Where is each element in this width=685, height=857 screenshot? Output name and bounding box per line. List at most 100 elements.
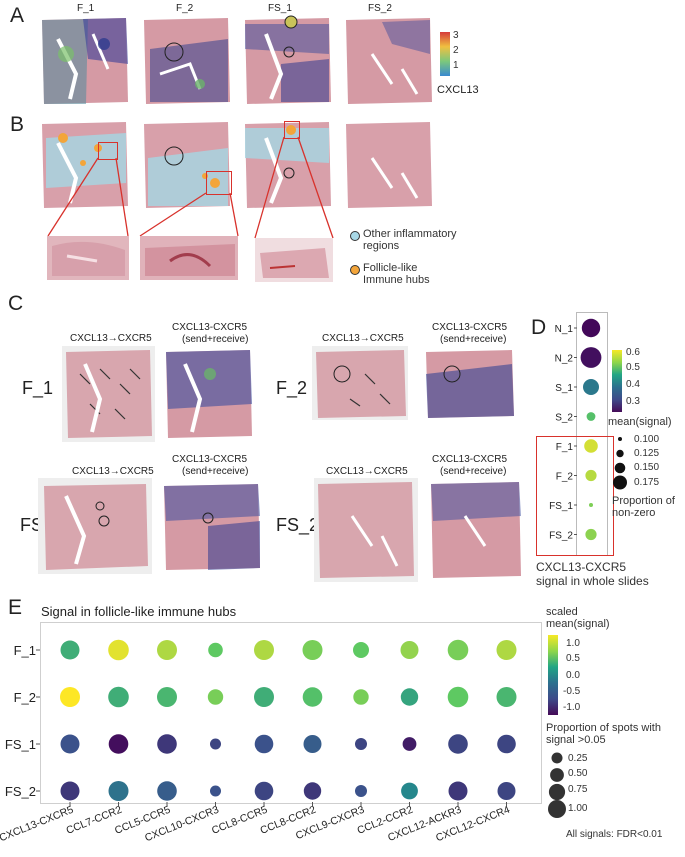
- c-header-f1-arrow: CXCL13→CXCR5: [70, 333, 152, 344]
- panel-d-row-label: S_2: [555, 413, 573, 424]
- panel-e-dot: [402, 737, 417, 751]
- panel-d-color-tick-3: 0.3: [626, 396, 640, 407]
- c-image-f1-arrows: [60, 344, 157, 444]
- zoom-image-f2: [140, 236, 238, 280]
- panel-e-row-label: FS_2: [5, 784, 36, 799]
- c-header-fs1-send2: (send+receive): [182, 466, 249, 477]
- panel-e-dot: [254, 640, 274, 660]
- panel-d-color-title: mean(signal): [608, 416, 672, 428]
- panel-e-dot: [447, 686, 469, 708]
- legend-swatch-other-inflammatory: [350, 231, 360, 241]
- c-header-f2-arrow: CXCL13→CXCR5: [322, 333, 404, 344]
- c-header-f2-send: CXCL13-CXCR5: [432, 322, 508, 333]
- panel-letter-b: B: [10, 113, 25, 136]
- tissue-image-b-f1: [38, 118, 130, 210]
- panel-d-dot: [585, 528, 597, 541]
- panel-e-color-tick-3: -0.5: [563, 686, 581, 697]
- panel-e-col-label: CXCL13-CXCR5: [0, 804, 75, 845]
- panel-d-color-tick-2: 0.4: [626, 379, 640, 390]
- panel-e-color-tick-2: 0.0: [566, 670, 580, 681]
- panel-d-row-label: F_2: [556, 472, 574, 483]
- panel-e-row-label: FS_1: [5, 737, 36, 752]
- panel-d-dotplot: N_1N_2S_1S_2F_1F_2FS_1FS_2: [549, 318, 602, 542]
- panel-e-size-tick-2: 0.75: [568, 784, 588, 795]
- panel-e-dot: [108, 639, 129, 661]
- zoom-box-fs1: [284, 121, 300, 139]
- c-row-label-f1: F_1: [22, 378, 54, 398]
- panel-d-row-label: N_2: [555, 354, 574, 365]
- panel-e-color-tick-0: 1.0: [566, 638, 580, 649]
- panel-a-colorbar: [440, 32, 450, 76]
- panel-d-color-tick-1: 0.5: [626, 362, 640, 373]
- panel-e-plot-frame: [40, 622, 542, 804]
- panel-e-dot: [60, 734, 80, 754]
- c-header-fs1-send: CXCL13-CXCR5: [172, 454, 248, 465]
- panel-e-dot: [448, 781, 468, 801]
- c-image-f2-arrows: [310, 344, 410, 422]
- c-row-label-fs2: FS_2: [276, 515, 320, 535]
- tissue-image-a-fs1: [241, 14, 333, 106]
- panel-a-title-fs2: FS_2: [368, 3, 392, 14]
- panel-e-size-legend-dot: [550, 768, 564, 782]
- c-header-fs2-send2: (send+receive): [440, 466, 507, 477]
- panel-e-dot: [157, 781, 177, 801]
- panel-e-dot: [496, 687, 517, 707]
- panel-d-size-legend-dot: [618, 437, 622, 441]
- panel-e-row-label: F_2: [14, 690, 36, 705]
- panel-d-highlight-box: [536, 436, 614, 556]
- panel-letter-e: E: [8, 596, 23, 619]
- tissue-image-a-fs2: [342, 14, 434, 106]
- panel-a-legend-title: CXCL13: [437, 84, 479, 96]
- panel-d-size-legend-dot: [614, 462, 626, 474]
- c-header-fs1-arrow: CXCL13→CXCR5: [72, 466, 154, 477]
- c-header-f1-send: CXCL13-CXCR5: [172, 322, 248, 333]
- panel-e-dot: [303, 782, 322, 800]
- panel-letter-c: C: [8, 292, 24, 315]
- panel-a-colorbar-tick-2: 2: [453, 45, 459, 56]
- panel-e-dot: [60, 781, 80, 801]
- panel-e-size-legend-dot: [548, 800, 566, 818]
- c-image-fs2-arrows: [312, 476, 420, 584]
- panel-e-dot: [353, 689, 369, 705]
- tissue-image-a-f1: [38, 14, 130, 106]
- c-header-fs2-send: CXCL13-CXCR5: [432, 454, 508, 465]
- panel-e-dot: [210, 738, 221, 750]
- panel-d-row-label: FS_2: [549, 531, 573, 542]
- panel-e-dot: [497, 734, 516, 754]
- panel-e-dot: [207, 689, 224, 705]
- panel-e-dot: [497, 782, 516, 800]
- panel-e-footnote: All signals: FDR<0.01: [566, 829, 663, 840]
- panel-e-row-label: F_1: [14, 643, 36, 658]
- panel-d-dot: [584, 439, 598, 453]
- panel-e-dot: [302, 687, 323, 707]
- panel-d-row-label: N_1: [555, 324, 574, 335]
- panel-e-dot: [157, 734, 177, 754]
- zoom-image-fs1: [255, 238, 333, 282]
- panel-d-size-tick-3: 0.175: [634, 477, 660, 488]
- c-header-f1-send2: (send+receive): [182, 334, 249, 345]
- c-image-f1-send: [160, 344, 257, 444]
- panel-e-dot: [208, 642, 223, 658]
- panel-d-dot: [581, 318, 601, 338]
- panel-e-size-tick-1: 0.50: [568, 768, 588, 779]
- panel-letter-a: A: [10, 4, 25, 27]
- panel-d-size-legend-dot: [616, 449, 624, 458]
- panel-d-row-label: FS_1: [549, 501, 573, 512]
- panel-e-color-tick-4: -1.0: [563, 702, 581, 713]
- panel-e-dot: [254, 734, 274, 754]
- panel-e-dot: [400, 641, 419, 659]
- c-image-f2-send: [420, 344, 518, 422]
- c-image-fs1-send: [158, 476, 266, 576]
- panel-e-size-legend-dot: [551, 752, 563, 764]
- panel-d-dot: [583, 379, 599, 395]
- panel-a-title-fs1: FS_1: [268, 3, 292, 14]
- panel-e-dot: [108, 781, 129, 801]
- panel-e-dot: [157, 687, 177, 707]
- panel-d-row-label: S_1: [555, 383, 573, 394]
- panel-d-size-title: Proportion of non-zero: [612, 495, 675, 519]
- panel-e-title: Signal in follicle-like immune hubs: [41, 604, 237, 619]
- zoom-box-f1: [98, 142, 118, 160]
- legend-swatch-follicle-hubs: [350, 265, 360, 275]
- zoom-lines: [47, 136, 334, 239]
- panel-a-colorbar-tick-1: 1: [453, 60, 459, 71]
